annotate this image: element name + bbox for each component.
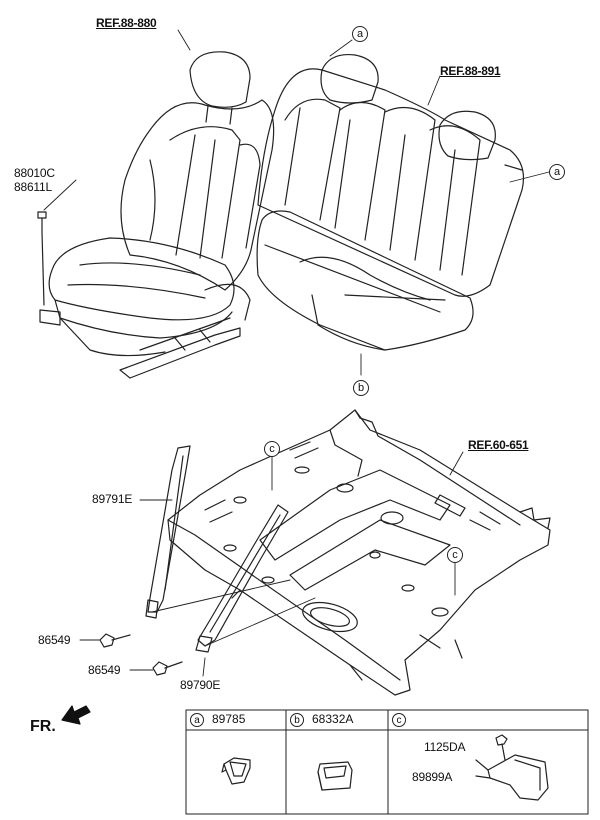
- strap-left-illustration: [145, 445, 191, 619]
- leader-lines: [43, 29, 550, 677]
- part-88611L[interactable]: 88611L: [14, 180, 52, 194]
- legend-part-68332A[interactable]: 68332A: [312, 712, 354, 726]
- rear-seat-illustration: [256, 53, 525, 351]
- bolts-illustration: [99, 633, 183, 676]
- legend-callout-c: c: [392, 712, 406, 727]
- legend-callout-a: a: [190, 712, 204, 727]
- legend-part-1125DA[interactable]: 1125DA: [424, 740, 466, 754]
- part-86549-lower[interactable]: 86549: [88, 663, 121, 677]
- front-direction-arrow: [61, 705, 91, 725]
- callout-a-right[interactable]: a: [549, 164, 565, 180]
- legend-header-a: a 89785: [190, 712, 245, 727]
- legend-header-c: c: [392, 712, 414, 727]
- callout-a-upper[interactable]: a: [352, 26, 368, 42]
- legend-callout-b: b: [290, 712, 304, 727]
- callout-c-left[interactable]: c: [264, 441, 280, 457]
- legend-part-89899A[interactable]: 89899A: [412, 770, 453, 784]
- ref-rear-seat[interactable]: REF.88-891: [440, 64, 501, 78]
- part-89785-illustration: [221, 757, 251, 785]
- part-89791E[interactable]: 89791E: [92, 492, 133, 506]
- ref-front-seat[interactable]: REF.88-880: [96, 16, 157, 30]
- part-86549-upper[interactable]: 86549: [38, 633, 71, 647]
- part-88010C[interactable]: 88010C: [14, 166, 55, 180]
- part-89790E[interactable]: 89790E: [180, 678, 221, 692]
- callout-b[interactable]: b: [353, 380, 369, 396]
- front-seat-illustration: [37, 51, 275, 379]
- part-68332A-illustration: [317, 761, 353, 791]
- ref-floor-panel[interactable]: REF.60-651: [468, 438, 529, 452]
- legend-header-b: b 68332A: [290, 712, 353, 727]
- legend-table: [185, 709, 589, 815]
- floor-panel-illustration: [167, 409, 551, 696]
- callout-c-right[interactable]: c: [447, 547, 463, 563]
- legend-part-89785[interactable]: 89785: [212, 712, 246, 726]
- part-89899A-illustration: [475, 734, 549, 801]
- front-direction-label: FR.: [30, 718, 56, 735]
